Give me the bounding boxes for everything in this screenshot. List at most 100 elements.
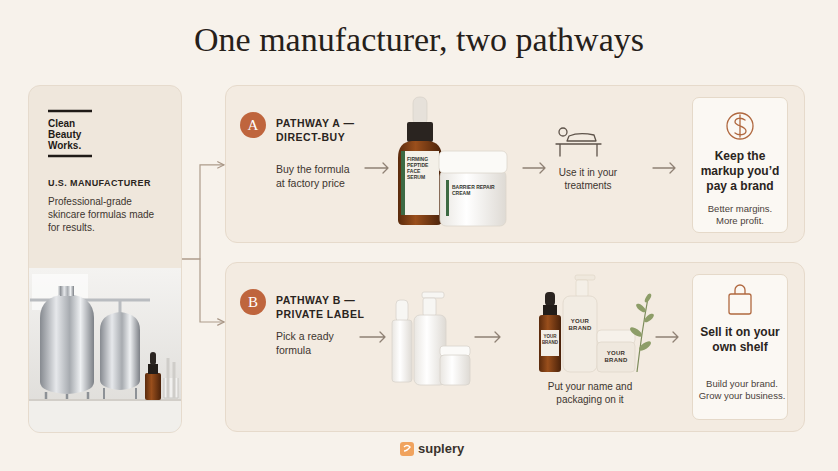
brand-mark: [400, 442, 414, 456]
blank-bottles: [414, 315, 446, 385]
factory-photo: [60, 286, 74, 296]
factory-photo: [40, 294, 94, 394]
dollar-icon: [735, 115, 746, 137]
factory-photo: [168, 358, 174, 398]
outcome-title: Keep the markup you’d pay a brand: [697, 149, 783, 194]
brand-mark: [404, 446, 410, 452]
bag-icon: [735, 285, 745, 294]
brand-logo: Clean Beauty Works.: [48, 118, 98, 151]
factory-photo: [46, 392, 88, 402]
branded-bottles: [539, 315, 561, 372]
factory-photo: [32, 274, 88, 310]
branded-bottles: [545, 292, 555, 306]
branch-connector: [182, 165, 224, 259]
treatment-icon: [567, 134, 596, 141]
flow-arrow: [360, 163, 678, 342]
branded-bottles: [597, 342, 635, 372]
serum-bottle: [413, 97, 427, 125]
logo-rule: [48, 111, 92, 156]
page-title: One manufacturer, two pathways: [0, 20, 838, 60]
leaf-sprig: [637, 298, 648, 372]
factory-photo: [164, 378, 178, 398]
outcome-box: Keep the markup you’d pay a brandBetter …: [692, 97, 788, 233]
serum-bottle: [398, 97, 442, 225]
factory-photo: [29, 400, 181, 432]
branded-bottles: [576, 280, 588, 297]
manufacturer-card: Clean Beauty Works. U.S. MANUFACTURER Prof…: [28, 85, 182, 433]
leaf-sprig: [629, 293, 656, 372]
brand-mark: [400, 442, 414, 456]
serum-bottle: [401, 151, 405, 215]
blank-bottles: [440, 346, 470, 356]
card-heading: U.S. MANUFACTURER: [48, 178, 178, 189]
flow-arrow: [523, 163, 545, 173]
leaf-sprig: [644, 293, 653, 304]
treatment-icon: [556, 144, 601, 156]
cream-jar: [440, 170, 506, 226]
pathway-badge: B: [240, 289, 266, 315]
pathway-badge: A: [240, 112, 266, 138]
branded-bottles: [543, 305, 557, 316]
dollar-icon: [727, 113, 753, 139]
factory-photo: [100, 312, 140, 390]
factory-photo: [29, 399, 181, 401]
step-caption: Use it in your treatments: [548, 166, 628, 192]
flow-arrow: [656, 332, 678, 342]
cream-jar: [446, 180, 449, 216]
cream-jar: [439, 151, 507, 226]
blank-bottles: [440, 355, 470, 385]
step-caption: Put your name and packaging on it: [535, 380, 645, 406]
branded-bottles: [539, 275, 635, 372]
factory-photo: [145, 373, 161, 400]
leaf-sprig: [629, 326, 644, 339]
factory-photo: [104, 388, 136, 402]
treatment-icon: [559, 128, 567, 136]
branch-connector: [182, 259, 224, 322]
branded-bottles: [597, 330, 635, 344]
flow-arrow: [653, 163, 675, 173]
factory-photo: [30, 286, 150, 330]
serum-bottle: [398, 141, 442, 225]
flow-arrow: [475, 332, 500, 342]
treatment-icon: [556, 128, 601, 156]
outcome-box: Sell it on your own shelfBuild your bran…: [692, 274, 788, 420]
card-body: Professional-grade skincare formulas mad…: [48, 195, 166, 234]
cream-jar: [439, 151, 507, 173]
blank-bottles: [392, 320, 412, 382]
pathway-panel: PATHWAY A — DIRECT-BUY Buy the formula at…: [225, 85, 805, 243]
branded-bottles: [541, 330, 559, 356]
factory-photo: [148, 364, 158, 374]
factory-photo: [29, 268, 181, 432]
pathway-heading: PATHWAY A — DIRECT-BUY: [276, 116, 381, 144]
serum-bottle: [407, 122, 433, 142]
serum-bottle: [401, 151, 439, 215]
dollar-icon: [727, 113, 753, 139]
blank-bottles: [422, 292, 444, 298]
outcome-title: Sell it on your own shelf: [697, 325, 783, 355]
pathway-panel: PATHWAY B — PRIVATE LABEL Pick a ready fo…: [225, 262, 805, 432]
flow-arrow: [360, 332, 385, 342]
blank-bottles: [396, 300, 408, 322]
outcome-note: Build your brand. Grow your business.: [697, 378, 787, 402]
bag-icon: [729, 294, 751, 314]
outcome-note: Better margins. More profit.: [697, 203, 783, 227]
leaf-sprig: [635, 302, 648, 314]
logo-rule: [48, 111, 92, 156]
bag-icon: [729, 285, 751, 314]
branded-bottles: [575, 275, 595, 280]
leaf-sprig: [638, 340, 653, 353]
blank-bottles: [392, 292, 470, 385]
footer-logo: suplery: [418, 441, 488, 456]
step-text: Pick a ready formula: [276, 329, 351, 357]
badge-letter: A: [240, 112, 266, 138]
badge-letter: B: [240, 289, 266, 315]
factory-photo: [150, 352, 156, 365]
flow-arrow: [365, 163, 388, 173]
step-text: Buy the formula at factory price: [276, 162, 361, 190]
pathway-heading: PATHWAY B — PRIVATE LABEL: [276, 293, 381, 321]
leaf-sprig: [643, 312, 656, 324]
blank-bottles: [423, 298, 436, 316]
factory-photo: [29, 268, 181, 432]
branded-bottles: [563, 296, 597, 372]
